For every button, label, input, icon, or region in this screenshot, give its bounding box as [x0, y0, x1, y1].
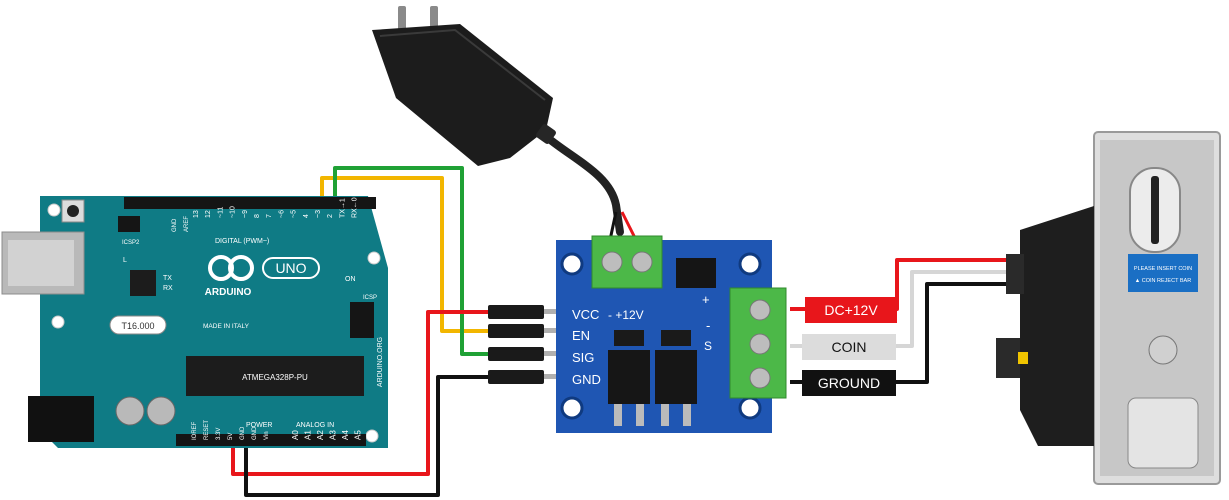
dc-jack [28, 396, 94, 442]
digital-pin-label-8: ~5 [291, 210, 298, 218]
module-plus-label: + [702, 292, 710, 307]
power-pin-label-6: Vin [264, 431, 270, 440]
arduino-logo [208, 255, 320, 281]
coin-mechanism [1020, 206, 1094, 446]
analog-pin-label-1: A1 [304, 430, 313, 440]
module-supply-label: - +12V [608, 308, 644, 322]
coin-acceptor: PLEASE INSERT COIN ▲ COIN REJECT BAR [996, 131, 1221, 485]
dc-12v-label: DC+12V [805, 297, 897, 323]
power-pin-label-1: RESET [204, 420, 210, 440]
power-pin-label-2: 3.3V [216, 428, 222, 440]
wire-red-vcc [231, 310, 488, 476]
on-label: ON [345, 276, 356, 283]
module-header-pins [488, 305, 566, 384]
arduino-brand-text: ARDUINO [205, 287, 252, 298]
power-pin-label-0: IOREF [192, 421, 198, 440]
module-pin-sig: SIG [572, 350, 594, 365]
adapter-lead-red [620, 211, 638, 241]
digital-pin-label-5: 8 [254, 214, 261, 218]
left-pin-label-0: GND [172, 218, 178, 232]
analog-pin-label-3: A3 [329, 430, 338, 440]
coin-label: COIN [802, 334, 896, 360]
module-pin-gnd: GND [572, 372, 601, 387]
analog-pin-label-2: A2 [316, 430, 325, 440]
digital-header-label: DIGITAL (PWM~) [215, 238, 269, 245]
module-s-label: S [704, 339, 712, 353]
left-pin-label-1: AREF [184, 216, 190, 232]
uno-text: UNO [275, 260, 306, 276]
digital-pin-label-0: 13 [193, 210, 200, 218]
usb-chip [130, 270, 156, 296]
power-pin-label-4: GND [240, 426, 246, 440]
atmega-chip [186, 356, 364, 396]
digital-pin-label-7: ~6 [278, 210, 285, 218]
icsp-header [350, 302, 374, 338]
capacitor-2 [146, 396, 176, 426]
reject-lever [1127, 397, 1199, 469]
digital-pin-label-4: ~9 [242, 210, 249, 218]
digital-pin-label-6: 7 [266, 214, 273, 218]
analog-pin-label-0: A0 [291, 430, 300, 440]
made-in-italy-text: MADE IN ITALY [203, 323, 250, 330]
arduino-org-text: ARDUINO.ORG [377, 337, 384, 387]
aref-gnd-labels: GND AREF [172, 216, 190, 232]
crystal-label: T16.000 [121, 321, 154, 331]
digital-pin-label-13: RX←0 [352, 197, 359, 218]
module-pin-en: EN [572, 328, 590, 343]
adapter-lead-black [608, 211, 618, 241]
mosfet-1 [608, 350, 650, 404]
digital-pin-label-12: TX→1 [339, 198, 346, 218]
power-analog-header [176, 434, 366, 446]
wire-green-sig [333, 166, 488, 356]
icsp2-header [118, 216, 140, 232]
digital-pin-label-1: 12 [205, 210, 212, 218]
digital-pin-label-10: ~3 [315, 210, 322, 218]
ground-label: GROUND [802, 370, 896, 396]
rx-label: RX [163, 285, 173, 292]
crystal [109, 315, 167, 335]
coin-acceptor-sticker [1128, 254, 1198, 292]
mosfet-2 [655, 350, 697, 404]
power-pin-labels: IOREF RESET 3.3V 5V GND GND Vin [192, 420, 270, 440]
digital-header [124, 197, 376, 209]
module-minus-label: - [706, 318, 710, 333]
wire-black-gnd [244, 375, 488, 497]
led-l-label: L [123, 257, 127, 264]
power-pin-label-3: 5V [228, 433, 234, 440]
power-pin-label-5: GND [252, 426, 258, 440]
icsp2-label: ICSP2 [122, 240, 140, 246]
digital-pin-label-9: 4 [303, 214, 310, 218]
sticker-line-2: ▲ COIN REJECT BAR [1135, 278, 1191, 284]
arduino-uno-board: ATMEGA328P-PU T16.000 UNO ARDUINO MADE I… [1, 196, 388, 448]
wire-yellow-en [320, 176, 488, 333]
digital-pin-label-11: 2 [327, 214, 334, 218]
analog-header-label: ANALOG IN [296, 422, 334, 429]
icsp-label: ICSP [363, 295, 377, 301]
chip-label: ATMEGA328P-PU [242, 373, 308, 382]
module-pin-vcc: VCC [572, 307, 599, 322]
driver-module: VCC EN SIG GND - +12V + - S [488, 235, 787, 433]
digital-pin-labels: 13 12 ~11 ~10 ~9 8 7 ~6 ~5 4 ~3 2 TX→1 RX←0 [193, 197, 359, 218]
adapter-body [372, 24, 553, 166]
power-adapter [372, 6, 556, 166]
sticker-line-1: PLEASE INSERT COIN [1134, 266, 1192, 272]
digital-pin-label-2: ~11 [217, 207, 224, 218]
analog-pin-label-5: A5 [354, 430, 363, 440]
adapter-cable [544, 134, 624, 236]
tx-label: TX [163, 275, 172, 282]
capacitor-1 [115, 396, 145, 426]
power-header-label: POWER [246, 422, 272, 429]
analog-pin-label-4: A4 [341, 430, 350, 440]
wires [231, 134, 1020, 497]
digital-pin-label-3: ~10 [230, 206, 237, 218]
